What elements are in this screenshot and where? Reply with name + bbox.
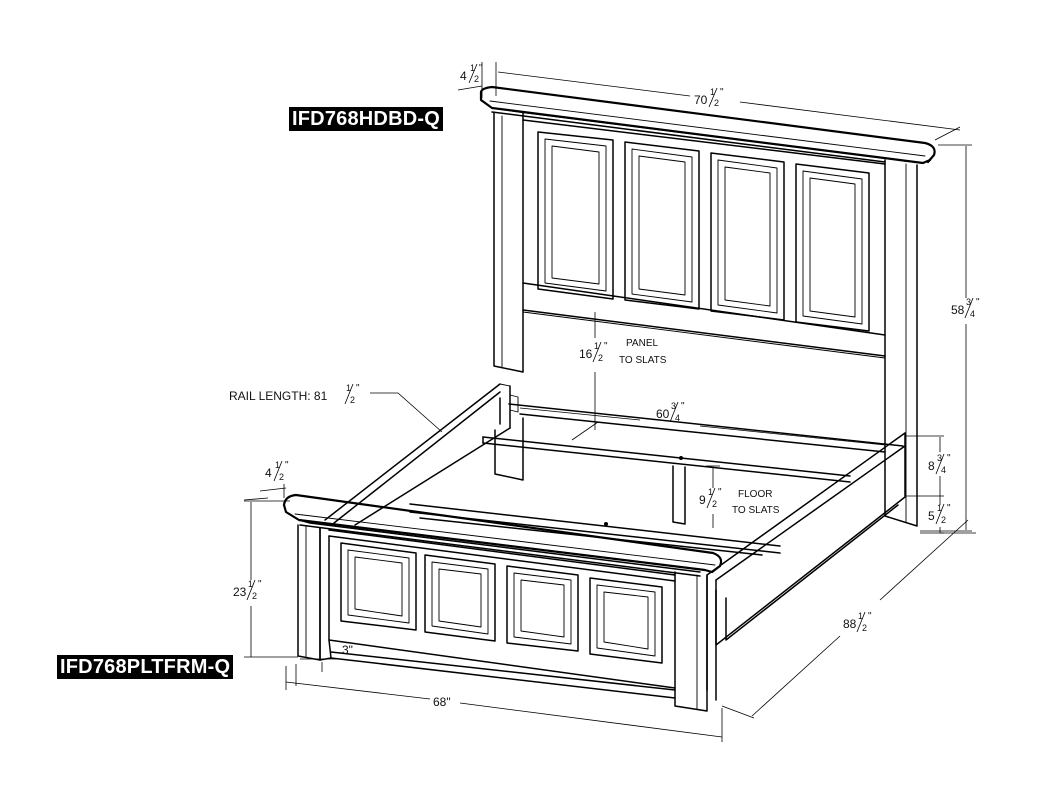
svg-text:": "	[947, 453, 951, 464]
dim-text: 5	[928, 509, 935, 523]
dim-num: 1	[248, 579, 253, 589]
dim-num: 3	[966, 297, 971, 307]
dim-floor-to-slats: 9 1 2 " FLOOR TO SLATS	[699, 487, 780, 516]
dim-footboard-height: 23 1 2 "	[233, 579, 262, 601]
dim-den: 2	[714, 98, 719, 108]
dim-text: 8	[928, 459, 935, 473]
dim-footboard-depth: 4 1 2 "	[265, 460, 289, 482]
headboard	[479, 85, 936, 527]
svg-text:": "	[681, 401, 685, 412]
dim-den: 2	[941, 515, 946, 525]
platform-model-label: IFD768PLTFRM-Q	[57, 655, 234, 679]
dim-text: 16	[579, 347, 593, 361]
dim-text: RAIL LENGTH: 81	[229, 389, 328, 403]
dim-num: 1	[594, 341, 599, 351]
headboard-panel-2	[624, 141, 700, 310]
bed-frame-rails	[324, 383, 906, 701]
dim-num: 1	[470, 63, 475, 73]
dim-inner-width: 60 3 4 "	[656, 401, 685, 423]
dim-note: TO SLATS	[619, 355, 667, 366]
headboard-panel-3	[710, 152, 785, 321]
dim-den: 2	[252, 591, 257, 601]
dimension-lines	[243, 62, 976, 742]
dim-note: PANEL	[626, 338, 658, 349]
svg-text:": "	[976, 297, 980, 308]
dim-text: 4	[265, 466, 272, 480]
dim-num: 1	[346, 383, 351, 393]
dim-den: 2	[474, 74, 479, 84]
headboard-panel-4	[795, 163, 870, 332]
svg-text:": "	[258, 579, 262, 590]
dim-text: 70	[694, 93, 708, 107]
dim-overall-length: 88 1 2 "	[843, 611, 872, 633]
dim-headboard-height: 58 3 4 "	[951, 297, 980, 319]
dim-num: 1	[710, 87, 715, 97]
svg-text:": "	[479, 63, 483, 74]
svg-text:": "	[947, 503, 951, 514]
dim-leg: 3"	[342, 643, 353, 657]
dim-num: 1	[708, 487, 713, 497]
dim-den: 2	[712, 499, 717, 509]
dim-num: 1	[275, 460, 280, 470]
dim-num: 3	[937, 453, 942, 463]
footboard-panel-3	[506, 565, 579, 652]
headboard-panel-1	[537, 131, 614, 300]
svg-text:": "	[720, 87, 724, 98]
footboard-panel-4	[589, 577, 663, 664]
dim-rail-height: 8 3 4 "	[928, 453, 951, 475]
dim-headboard-width: 70 1 2 "	[694, 87, 724, 108]
dim-text: 9	[699, 493, 706, 507]
dim-text: 4	[460, 69, 467, 83]
dim-note: FLOOR	[738, 489, 772, 500]
svg-text:": "	[285, 460, 289, 471]
dim-num: 1	[937, 503, 942, 513]
dim-den: 2	[279, 472, 284, 482]
footboard	[282, 493, 723, 712]
dim-den: 4	[675, 413, 680, 423]
dim-text: 23	[233, 585, 247, 599]
footboard-panel-2	[424, 554, 496, 642]
dim-den: 4	[941, 465, 946, 475]
dim-text: 68"	[433, 695, 451, 709]
svg-text:": "	[868, 611, 872, 622]
dim-den: 2	[350, 395, 355, 405]
dim-rail-floor: 5 1 2 "	[928, 503, 951, 525]
dim-text: 3"	[342, 643, 353, 657]
dim-num: 1	[858, 611, 863, 621]
dim-den: 2	[598, 353, 603, 363]
dim-rail-length: RAIL LENGTH: 81 1 2 "	[229, 383, 360, 405]
svg-text:": "	[604, 341, 608, 352]
footboard-panel-1	[340, 542, 417, 631]
dim-panel-to-slats: 16 1 2 " PANEL TO SLATS	[579, 338, 667, 366]
svg-text:": "	[718, 487, 722, 498]
dim-note: TO SLATS	[732, 505, 780, 516]
dim-footboard-width: 68"	[433, 695, 451, 709]
dim-den: 4	[970, 309, 975, 319]
dim-num: 3	[671, 401, 676, 411]
dim-headboard-depth: 4 1 2 "	[460, 63, 483, 84]
dim-den: 2	[862, 623, 867, 633]
dim-text: 60	[656, 407, 670, 421]
svg-text:": "	[356, 383, 360, 394]
dim-text: 58	[951, 303, 965, 317]
dim-text: 88	[843, 617, 857, 631]
headboard-model-label: IFD768HDBD-Q	[289, 107, 443, 131]
